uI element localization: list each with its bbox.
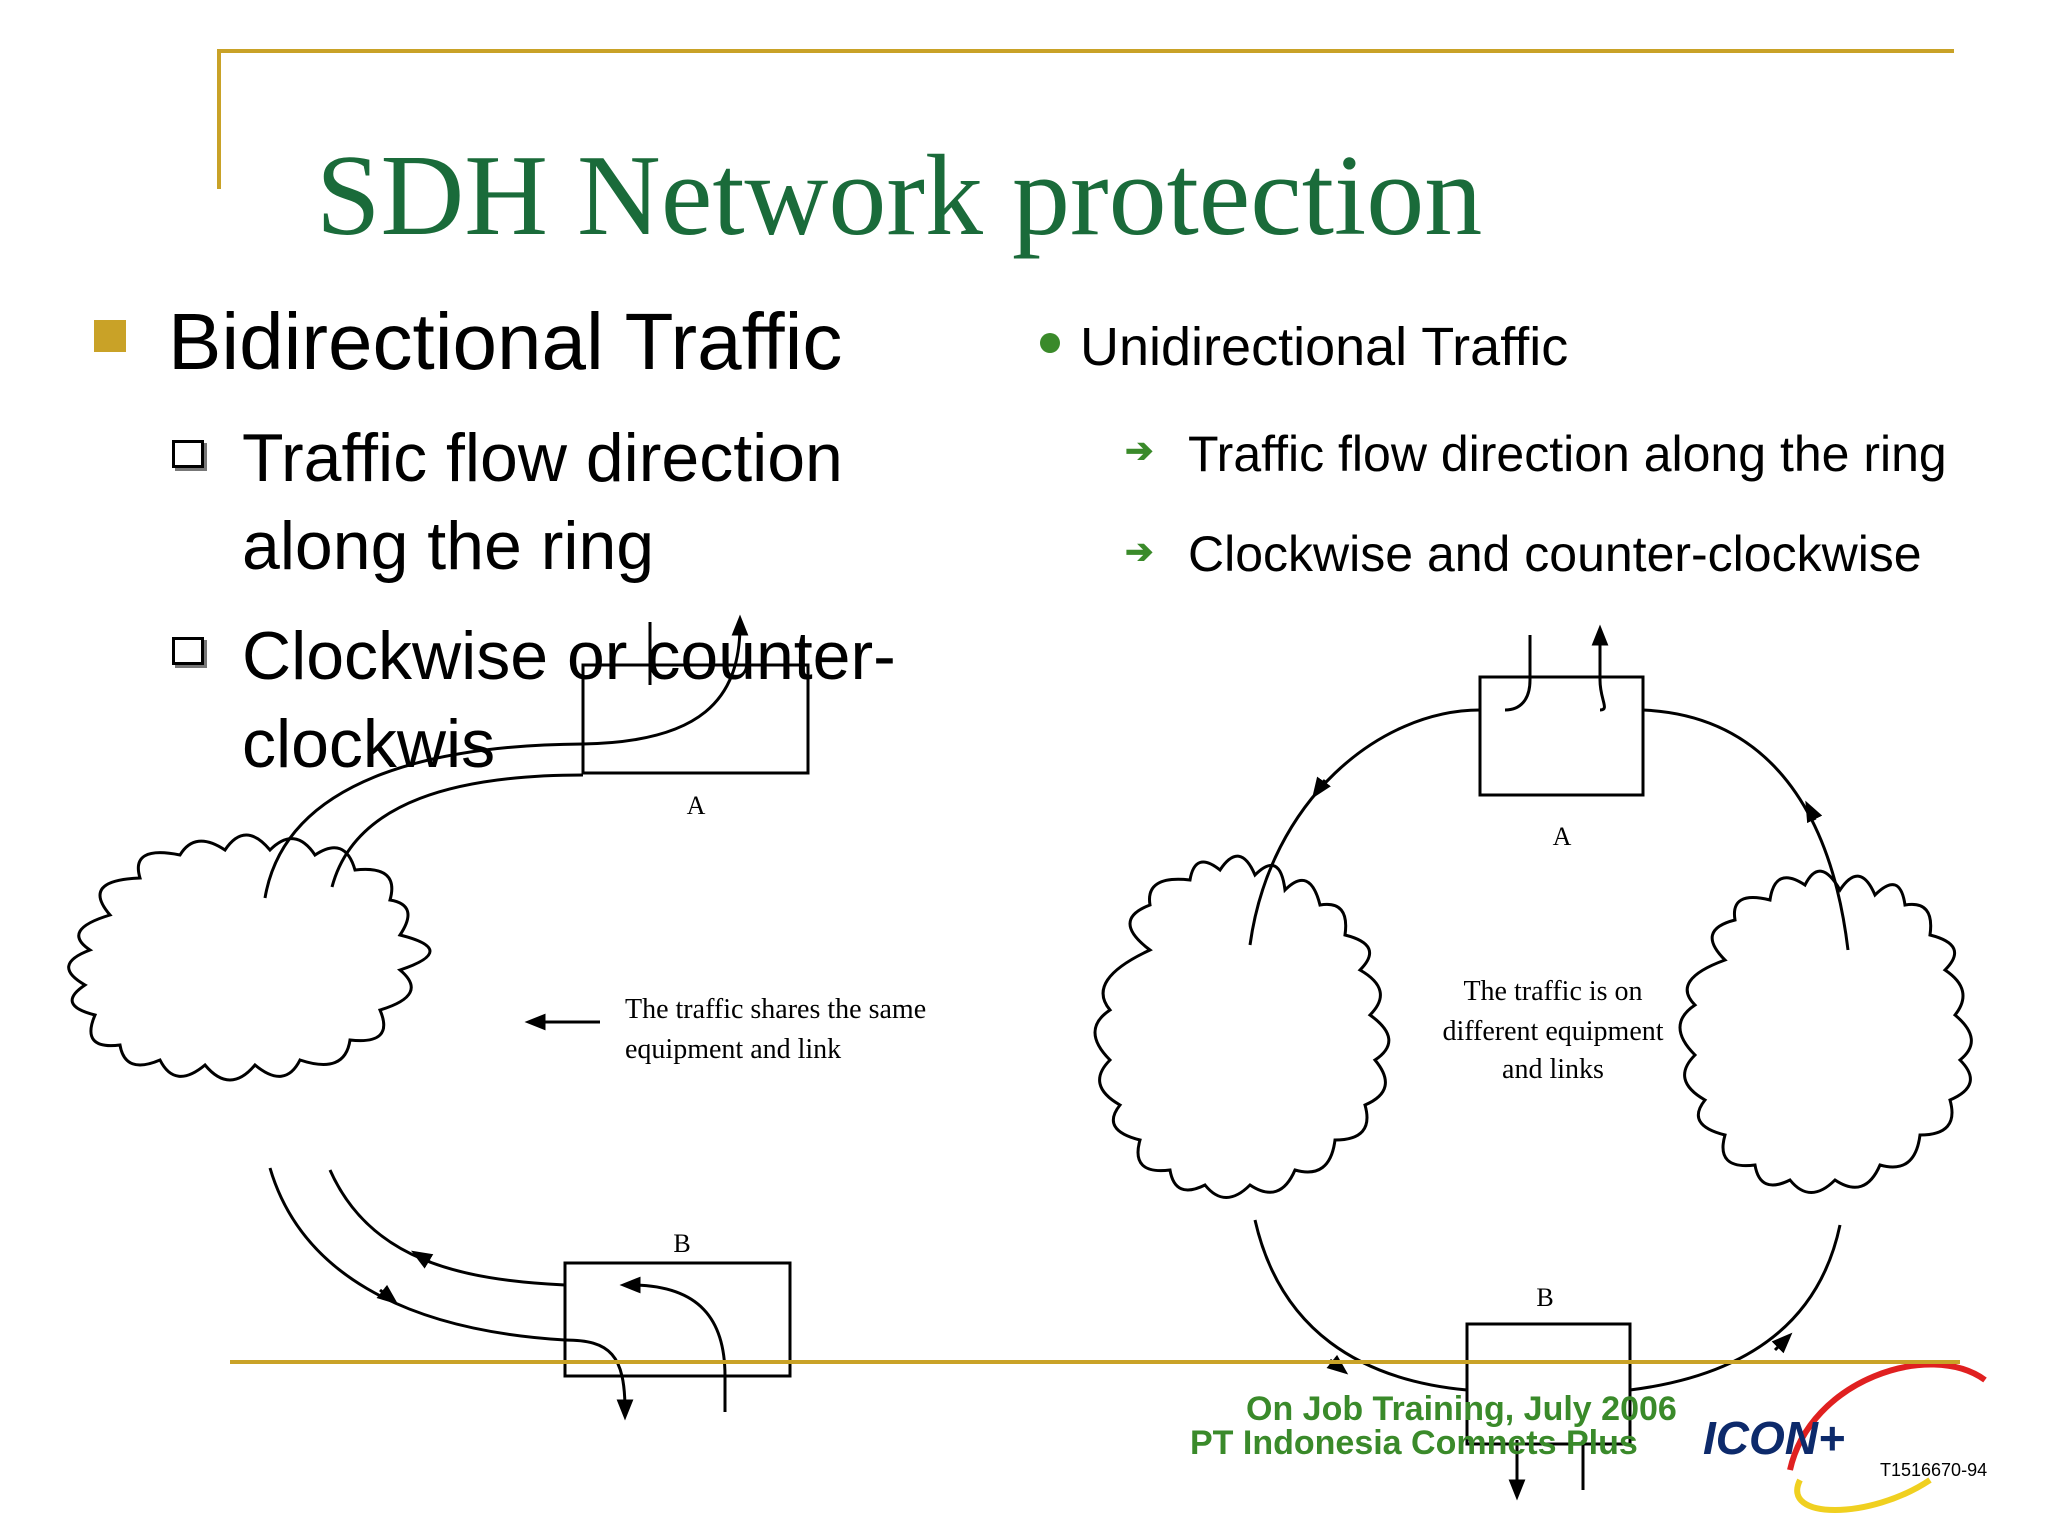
ring-bottom-left [1253, 1219, 1468, 1392]
frame-top-rule [217, 49, 1954, 53]
node-a-in [1504, 635, 1532, 712]
square-bullet-icon [94, 320, 126, 352]
left-item-1-cont: along the ring [242, 508, 655, 584]
cloud-right-left [1093, 854, 1391, 1199]
outer-arc-bottom [268, 1167, 566, 1342]
arrow-right-icon: ➔ [1125, 533, 1154, 571]
footer-line-1: On Job Training, July 2006 [1246, 1390, 1677, 1428]
footer-rule [230, 1360, 1960, 1364]
node-b-loop-out [564, 1338, 634, 1421]
right-note-line2: different equipment [1442, 1016, 1663, 1047]
node-a-box [1478, 675, 1645, 797]
left-diagram [67, 614, 810, 1421]
inner-arc-bottom [328, 1169, 566, 1287]
inner-arc-top [330, 773, 584, 888]
node-a-loop-in [582, 614, 749, 746]
icon-plus-logo: ICON+ [1703, 1361, 1987, 1513]
right-note-line3: and links [1502, 1054, 1604, 1085]
left-note-line2: equipment and link [625, 1034, 841, 1065]
node-b-box [563, 1261, 792, 1378]
ring-top-right [1642, 708, 1850, 951]
right-item-2: Clockwise and counter-clockwise [1188, 526, 1922, 582]
right-heading: Unidirectional Traffic [1080, 317, 1569, 377]
left-note-line1: The traffic shares the same [625, 994, 926, 1025]
arrow-right-icon: ➔ [1125, 432, 1154, 470]
node-b-loop-in [619, 1276, 727, 1412]
left-node-a-label: A [687, 791, 706, 820]
right-note-line1: The traffic is on [1463, 976, 1642, 1007]
figure-id: T1516670-94 [1880, 1460, 1988, 1480]
slide-title: SDH Network protection [316, 132, 1483, 260]
box-bullet-icon [172, 440, 204, 468]
left-item-2-cont: clockwis [242, 706, 496, 782]
left-item-2: Clockwise or counter- [242, 618, 896, 694]
ring-top-left [1248, 708, 1481, 946]
frame-left-rule [217, 49, 221, 189]
round-bullet-icon [1040, 333, 1060, 353]
ring-bottom-right [1629, 1224, 1842, 1392]
svg-text:ICON+: ICON+ [1703, 1412, 1845, 1464]
cloud-right-right [1678, 869, 1973, 1194]
footer-line-2: PT Indonesia Comnets Plus [1190, 1424, 1638, 1462]
right-node-a-label: A [1553, 822, 1572, 851]
bottom-flow-arrow-2 [410, 1250, 434, 1269]
bottom-flow-arrow-1 [376, 1284, 399, 1305]
node-b-box [1465, 1322, 1632, 1446]
ring-arrow-1 [1311, 776, 1331, 799]
outer-arc-top [263, 742, 584, 899]
node-a-box [581, 663, 810, 775]
cloud-left [67, 833, 432, 1082]
left-item-1: Traffic flow direction [242, 420, 843, 496]
ring-arrow-4 [1771, 1332, 1793, 1354]
ring-arrow-2 [1805, 800, 1823, 824]
right-item-1: Traffic flow direction along the ring [1188, 426, 1947, 482]
box-bullet-icon [172, 637, 204, 665]
left-node-b-label: B [673, 1229, 690, 1258]
right-diagram [1093, 624, 1973, 1501]
left-heading: Bidirectional Traffic [168, 297, 843, 386]
right-node-b-label: B [1536, 1283, 1553, 1312]
node-a-out [1591, 624, 1609, 712]
